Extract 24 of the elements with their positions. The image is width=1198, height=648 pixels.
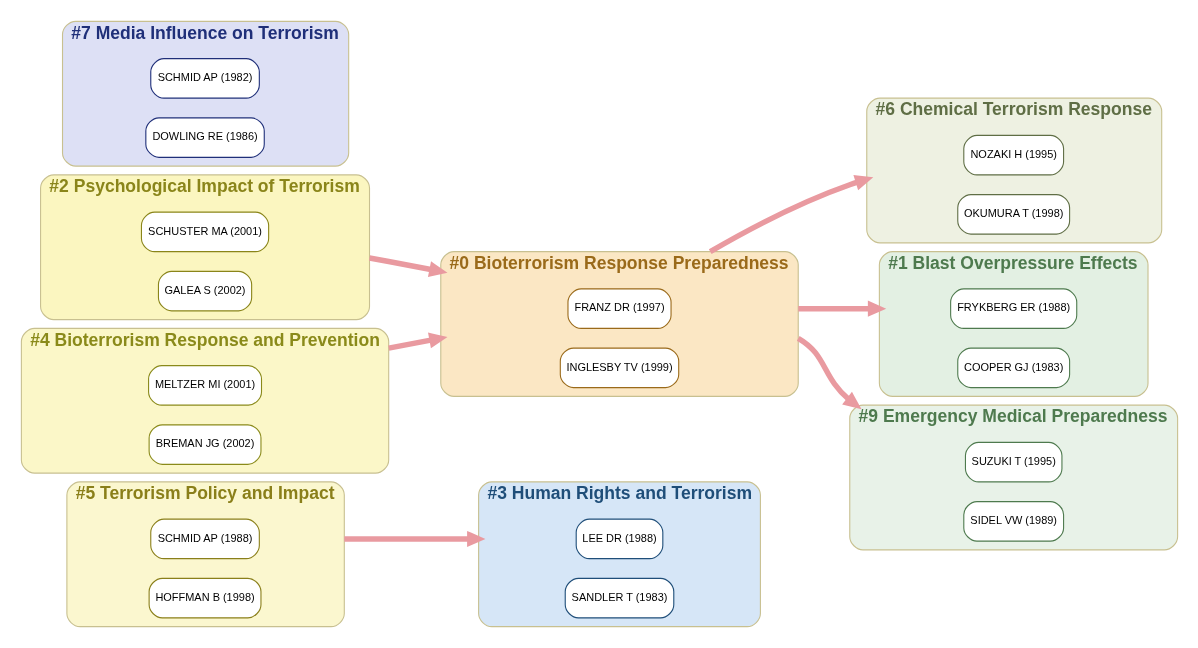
node-box: BREMAN JG (2002) xyxy=(148,424,261,465)
arrow xyxy=(387,332,447,351)
arrow xyxy=(368,255,447,278)
node-box: OKUMURA T (1998) xyxy=(956,194,1070,235)
node-box: SCHUSTER MA (2001) xyxy=(140,211,269,253)
node-box: SCHMID AP (1982) xyxy=(149,58,260,99)
node-box: LEE DR (1988) xyxy=(575,518,663,560)
node-box: SANDLER T (1983) xyxy=(564,577,674,619)
node-box: SIDEL VW (1989) xyxy=(962,501,1064,542)
arrow xyxy=(797,300,886,317)
node-box: DOWLING RE (1986) xyxy=(144,117,265,158)
node-box: MELTZER MI (2001) xyxy=(147,365,262,406)
node-box: INGLESBY TV (1999) xyxy=(559,347,679,389)
node-box: GALEA S (2002) xyxy=(157,270,252,312)
node-box: FRYKBERG ER (1988) xyxy=(949,288,1077,329)
node-box: FRANZ DR (1997) xyxy=(566,288,672,329)
node-box: COOPER GJ (1983) xyxy=(956,347,1070,389)
arrow xyxy=(708,175,873,254)
node-box: HOFFMAN B (1998) xyxy=(148,577,261,619)
node-box: NOZAKI H (1995) xyxy=(962,134,1064,176)
arrow xyxy=(343,530,485,547)
node-box: SUZUKI T (1995) xyxy=(964,441,1062,483)
node-box: SCHMID AP (1988) xyxy=(149,518,260,560)
arrow xyxy=(796,335,862,410)
